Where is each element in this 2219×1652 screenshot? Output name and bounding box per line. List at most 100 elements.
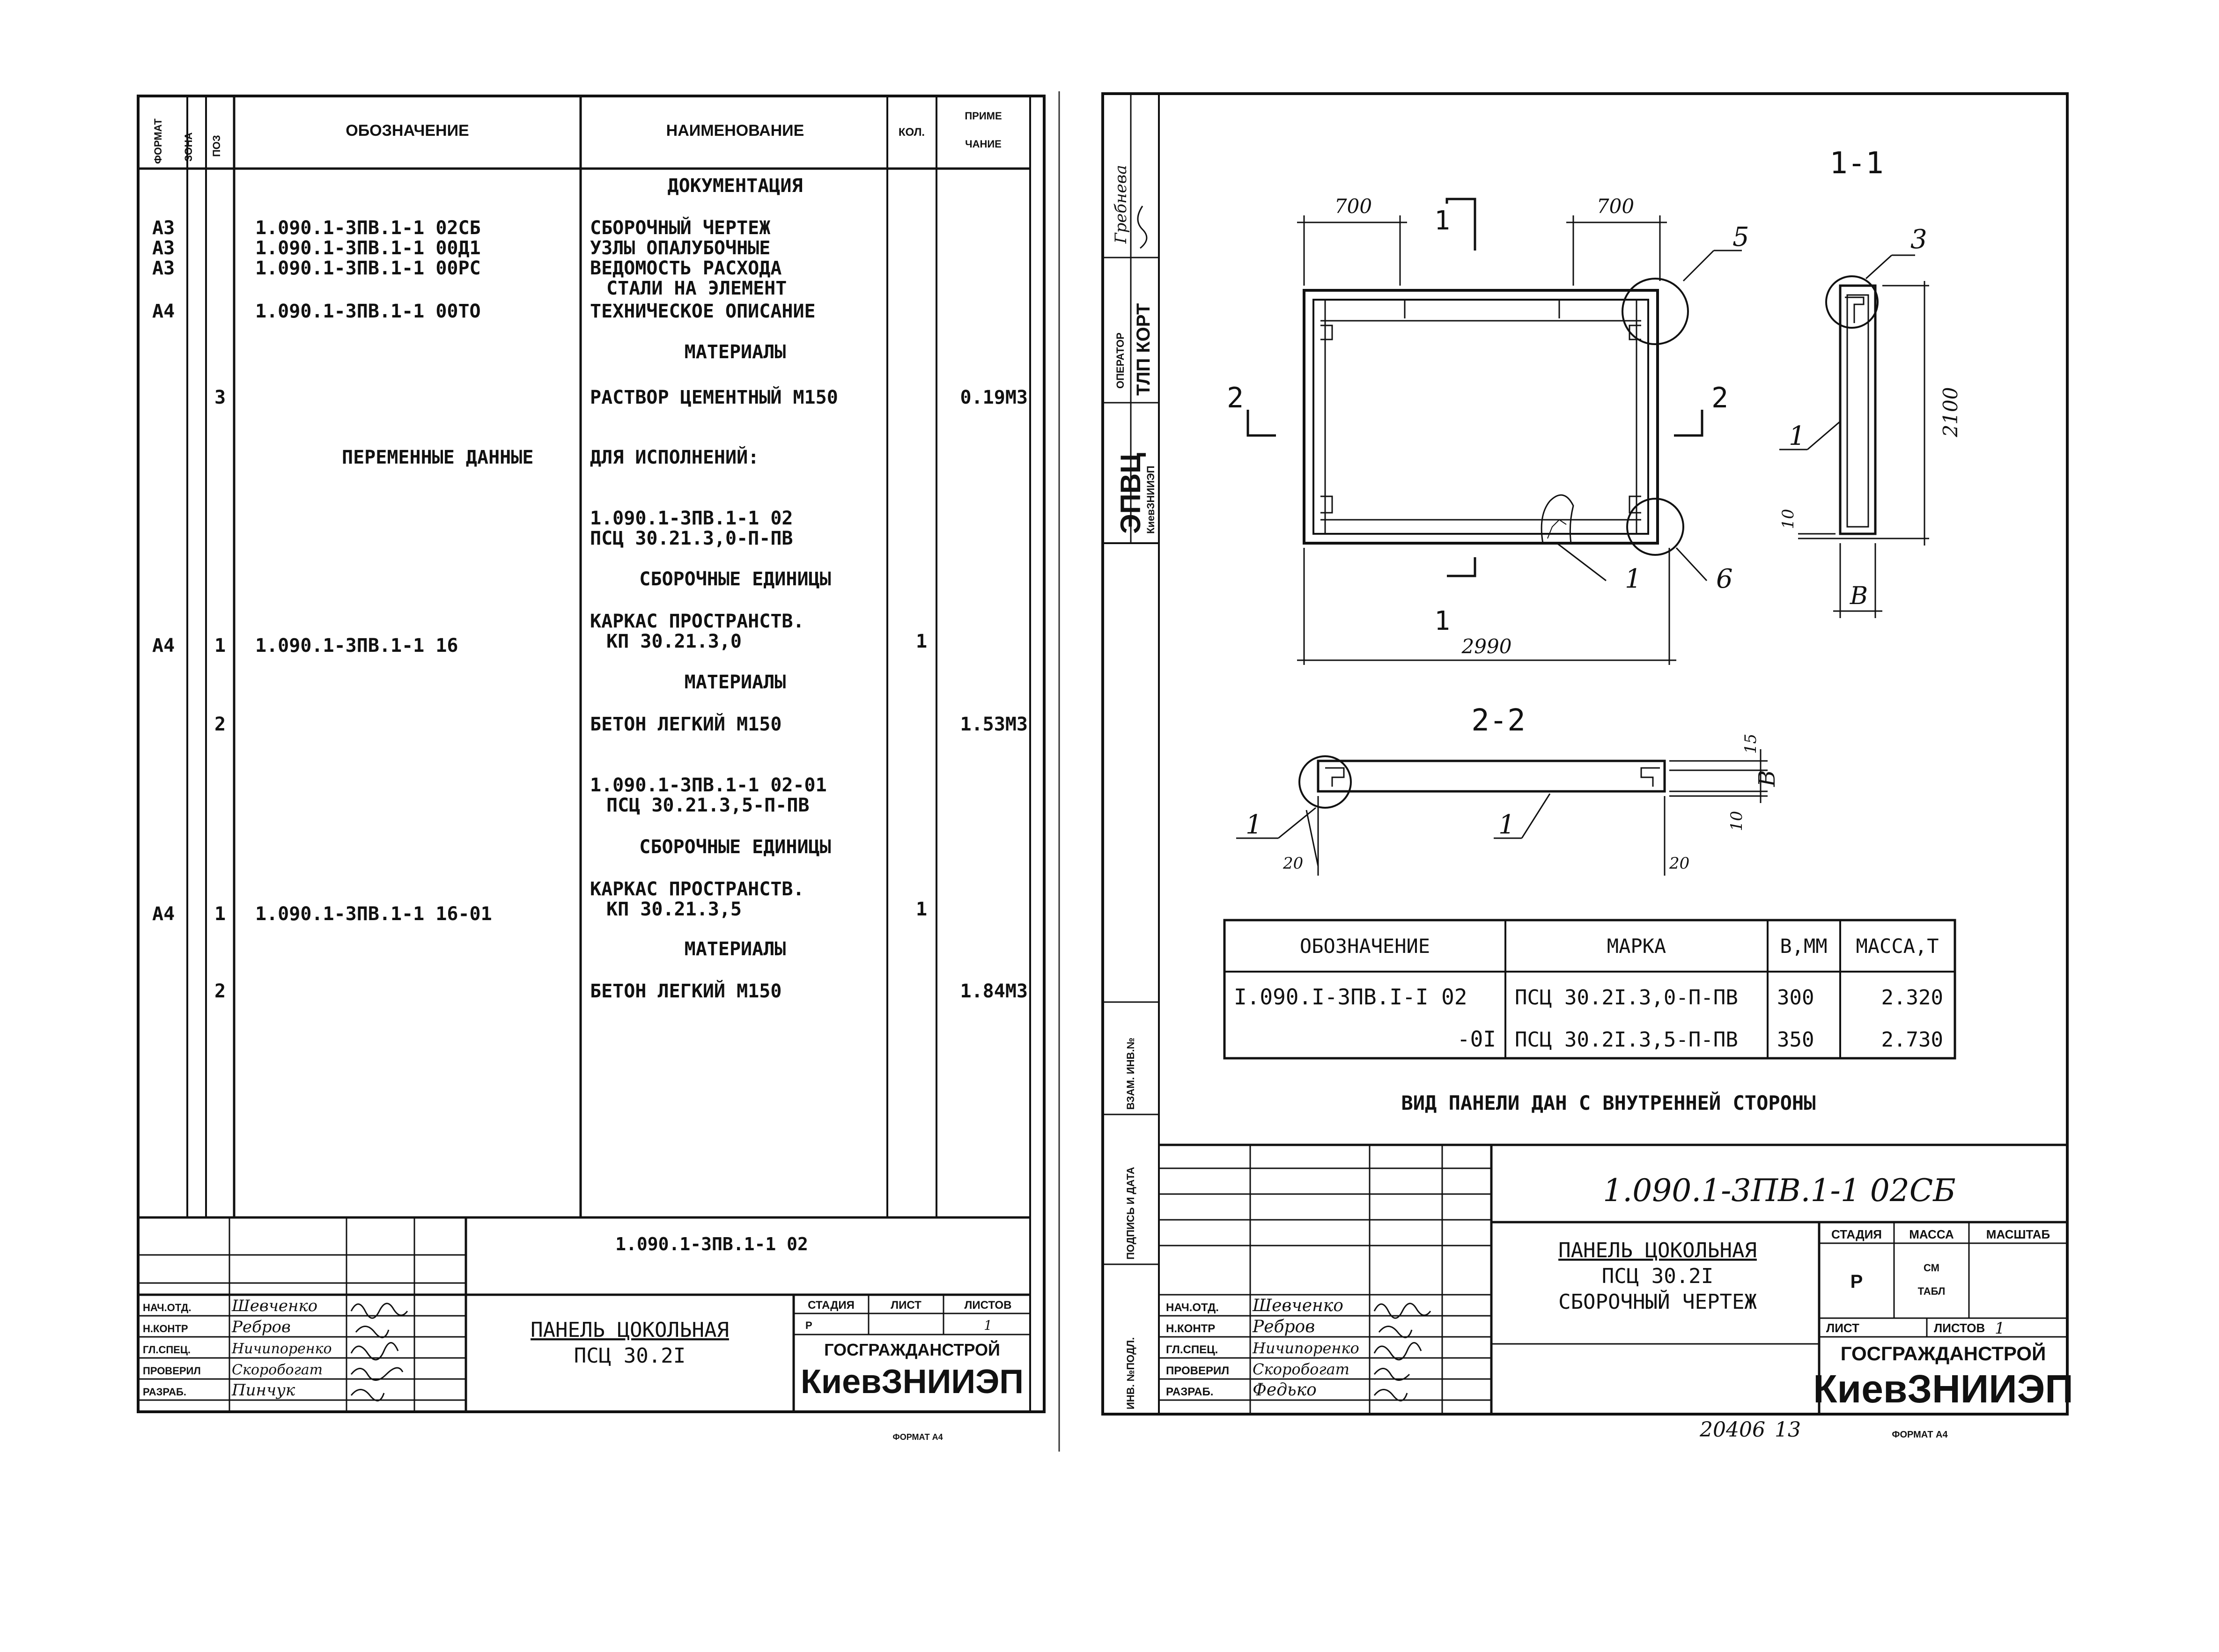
spec-row-pos: 2 bbox=[214, 981, 226, 1002]
role-name: Шевченко bbox=[231, 1297, 317, 1315]
spec-row-qty: 1 bbox=[916, 899, 927, 920]
col-qty: КОЛ. bbox=[899, 126, 925, 139]
stage-label: СТАДИЯ bbox=[808, 1299, 855, 1312]
dim-b: В bbox=[1850, 582, 1868, 610]
spec-row-note: 1.84М3 bbox=[960, 981, 1028, 1002]
drawing-title-block: 1.090.1-3ПВ.1-1 02СБ ПАНЕЛЬ ЦОКОЛЬНАЯ ПС… bbox=[1166, 1173, 2073, 1442]
scale-label: МАСШТАБ bbox=[1986, 1227, 2050, 1241]
drawing-title-3: СБОРОЧНЫЙ ЧЕРТЕЖ bbox=[1558, 1289, 1757, 1314]
callout-1: 1 bbox=[1789, 421, 1806, 451]
spec-row-name: МАТЕРИАЛЫ bbox=[685, 341, 786, 363]
dim-10: 10 bbox=[1779, 509, 1798, 529]
stage-label: СТАДИЯ bbox=[1831, 1227, 1882, 1241]
institute-name: КиевЗНИИЭП bbox=[801, 1363, 1024, 1401]
role-label: ПРОВЕРИЛ bbox=[143, 1365, 201, 1377]
callout-1: 1 bbox=[1498, 810, 1515, 840]
stage-value: Р bbox=[1850, 1271, 1863, 1292]
drawing-code: 1.090.1-3ПВ.1-1 02СБ bbox=[1603, 1173, 1956, 1209]
spec-row-name: СБОРОЧНЫЕ ЕДИНИЦЫ bbox=[639, 568, 831, 590]
side-label: ИНВ. №ПОДЛ. bbox=[1125, 1337, 1136, 1409]
spec-row-note: 0.19М3 bbox=[960, 387, 1028, 408]
dim-top-right: 700 bbox=[1597, 195, 1634, 218]
signature-marks bbox=[350, 1303, 408, 1401]
stamp-strip: Гребнева ОПЕРАТОР ТЛП КОРТ ЭПВЦ КиевЗНИИ… bbox=[1112, 165, 1157, 1409]
mass-value-2: ТАБЛ bbox=[1918, 1285, 1946, 1297]
spec-row-name: КАРКАС ПРОСТРАНСТВ. bbox=[590, 611, 804, 632]
spec-row-designation: 1.090.1-3ПВ.1-1 00Д1 bbox=[255, 237, 481, 259]
col-name: НАИМЕНОВАНИЕ bbox=[666, 122, 804, 140]
role-name: Ничипоренко bbox=[1252, 1339, 1359, 1357]
spec-row-pos: 1 bbox=[214, 903, 226, 925]
spec-row-name: РАСТВОР ЦЕМЕНТНЫЙ М150 bbox=[590, 386, 838, 408]
variants-header: В,ММ bbox=[1780, 935, 1827, 958]
role-name: Скоробогат bbox=[232, 1362, 323, 1378]
spec-row-designation: ПЕРЕМЕННЫЕ ДАННЫЕ bbox=[342, 447, 533, 468]
dim-b-2: В bbox=[1754, 770, 1780, 787]
spec-row-name: СБОРОЧНЫЙ ЧЕРТЕЖ bbox=[590, 216, 770, 239]
spec-row-format: А3 bbox=[152, 258, 175, 279]
operator-label: ОПЕРАТОР bbox=[1114, 332, 1126, 389]
role-label: НАЧ.ОТД. bbox=[143, 1302, 191, 1313]
variant-mass: 2.730 bbox=[1881, 1028, 1943, 1052]
footer-number: 20406 bbox=[1699, 1418, 1765, 1442]
variants-header: ОБОЗНАЧЕНИЕ bbox=[1300, 935, 1430, 958]
panel-elevation bbox=[1246, 198, 1742, 665]
col-designation: ОБОЗНАЧЕНИЕ bbox=[346, 122, 469, 140]
role-label: ГЛ.СПЕЦ. bbox=[1166, 1343, 1218, 1356]
institute-name: КиевЗНИИЭП bbox=[1813, 1367, 2073, 1411]
spec-row-designation: 1.090.1-3ПВ.1-1 00РС bbox=[255, 258, 481, 279]
evc-sub: КиевЗНИИЭП bbox=[1145, 466, 1157, 534]
col-note-2: ЧАНИЕ bbox=[965, 138, 1002, 150]
role-name: Пинчук bbox=[231, 1381, 295, 1400]
spec-row-format: А4 bbox=[152, 635, 175, 656]
org-name: ГОСГРАЖДАНСТРОЙ bbox=[824, 1340, 1000, 1359]
spec-row-name: 1.090.1-3ПВ.1-1 02-01 bbox=[590, 774, 827, 796]
mass-value-1: СМ bbox=[1924, 1262, 1939, 1274]
spec-row-name: СБОРОЧНЫЕ ЕДИНИЦЫ bbox=[639, 836, 831, 858]
signature-marks bbox=[1373, 1303, 1431, 1401]
variant-mark: ПСЦ 30.2I.3,0-П-ПВ bbox=[1515, 986, 1738, 1010]
role-label: Н.КОНТР bbox=[143, 1323, 188, 1335]
role-label: РАЗРАБ. bbox=[1166, 1386, 1213, 1398]
spec-row-name: ТЕХНИЧЕСКОЕ ОПИСАНИЕ bbox=[590, 301, 816, 322]
section-1-title: 1-1 bbox=[1829, 146, 1884, 181]
spec-row-format: А4 bbox=[152, 903, 175, 925]
stage-value: Р bbox=[805, 1320, 812, 1331]
col-format: ФОРМАТ bbox=[152, 118, 164, 164]
role-label: РАЗРАБ. bbox=[143, 1386, 186, 1398]
spec-row-format: А4 bbox=[152, 301, 175, 322]
sheet-label: ЛИСТ bbox=[1826, 1321, 1859, 1335]
spec-title-1: ПАНЕЛЬ ЦОКОЛЬНАЯ bbox=[531, 1318, 729, 1342]
spec-row-format: А3 bbox=[152, 217, 175, 239]
dim-20-right: 20 bbox=[1669, 854, 1689, 873]
spec-row-name: ПСЦ 30.21.3,0-П-ПВ bbox=[590, 528, 793, 549]
dim-top-left: 700 bbox=[1334, 195, 1372, 218]
evc-label: ЭПВЦ bbox=[1115, 453, 1146, 534]
spec-row-qty: 1 bbox=[916, 631, 927, 652]
spec-row-name: ВЕДОМОСТЬ РАСХОДА bbox=[590, 258, 781, 279]
spec-row-name: БЕТОН ЛЕГКИЙ М150 bbox=[590, 713, 781, 735]
sheets-value: 1 bbox=[1995, 1319, 2005, 1338]
sheet-label: ЛИСТ bbox=[891, 1299, 922, 1312]
role-name: Федько bbox=[1253, 1380, 1317, 1400]
spec-row-pos: 3 bbox=[214, 387, 226, 408]
variant-b: 300 bbox=[1777, 986, 1814, 1010]
spec-row-designation: 1.090.1-3ПВ.1-1 16 bbox=[255, 635, 458, 656]
elevation-labels: 700 700 1 1 2 2 2990 5 1 6 bbox=[1227, 195, 1749, 658]
variant-b: 350 bbox=[1777, 1028, 1814, 1052]
cut-2-left: 2 bbox=[1227, 382, 1244, 414]
spec-row-name: МАТЕРИАЛЫ bbox=[685, 938, 786, 960]
spec-header: ФОРМАТ ЗОНА ПОЗ ОБОЗНАЧЕНИЕ НАИМЕНОВАНИЕ… bbox=[152, 110, 1002, 164]
spec-row-format: А3 bbox=[152, 237, 175, 259]
mass-label: МАССА bbox=[1909, 1227, 1954, 1241]
spec-row-name: КП 30.21.3,5 bbox=[606, 899, 742, 920]
role-label: ГЛ.СПЕЦ. bbox=[143, 1344, 191, 1356]
spec-row-name: 1.090.1-3ПВ.1-1 02 bbox=[590, 508, 793, 529]
role-name: Шевченко bbox=[1252, 1296, 1343, 1315]
col-zone: ЗОНА bbox=[183, 133, 194, 162]
cut-1-bottom: 1 bbox=[1434, 606, 1450, 636]
spec-row-designation: 1.090.1-3ПВ.1-1 02СБ bbox=[255, 217, 481, 239]
spec-row-pos: 2 bbox=[214, 714, 226, 735]
section-1-1 bbox=[1779, 254, 1929, 618]
spec-title-2: ПСЦ 30.2I bbox=[574, 1344, 686, 1368]
